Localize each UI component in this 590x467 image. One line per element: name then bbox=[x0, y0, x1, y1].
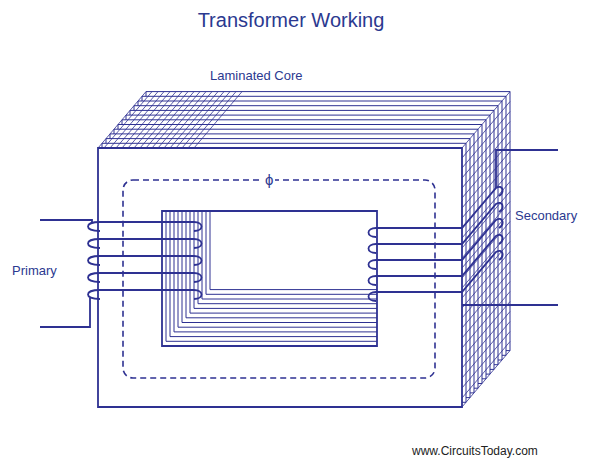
coil-turn bbox=[369, 203, 503, 253]
hatch-line bbox=[122, 92, 170, 148]
coil-turn bbox=[88, 290, 202, 299]
coil-turn bbox=[88, 256, 202, 265]
secondary-lead bbox=[496, 150, 558, 188]
hatch-line bbox=[152, 92, 200, 148]
secondary-lead bbox=[462, 304, 558, 306]
winding-label: Secondary bbox=[515, 208, 577, 224]
coil-turn bbox=[369, 219, 503, 269]
secondary-winding bbox=[369, 150, 559, 305]
hatch-line bbox=[170, 92, 218, 148]
hatch-line bbox=[158, 92, 206, 148]
core-lamination bbox=[98, 148, 462, 407]
hatch-line bbox=[176, 92, 224, 148]
flux-path bbox=[123, 180, 435, 378]
primary-lead bbox=[40, 220, 92, 222]
hatch-line bbox=[140, 92, 188, 148]
hatch-line bbox=[98, 92, 146, 148]
hatch-line bbox=[116, 92, 164, 148]
core-hatching bbox=[98, 92, 510, 407]
hatch-line bbox=[462, 342, 510, 398]
coil-turn bbox=[369, 187, 503, 237]
hatch-line bbox=[128, 92, 176, 148]
hatch-line bbox=[188, 92, 236, 148]
coil-turn bbox=[88, 239, 202, 248]
coil-turn bbox=[369, 235, 503, 285]
coil-turn bbox=[88, 222, 202, 231]
primary-winding bbox=[40, 220, 202, 327]
primary-lead bbox=[40, 298, 90, 327]
hatch-line bbox=[110, 92, 158, 148]
title: Transformer Working bbox=[0, 8, 586, 32]
coil-turn bbox=[88, 273, 202, 282]
watermark: www.CircuitsToday.com bbox=[412, 444, 538, 458]
hatch-line bbox=[462, 351, 510, 407]
laminated-core bbox=[98, 92, 510, 407]
flux-symbol: ϕ bbox=[263, 171, 275, 189]
hatch-line bbox=[134, 92, 182, 148]
hatch-line bbox=[182, 92, 230, 148]
hatch-line bbox=[104, 92, 152, 148]
hatch-line bbox=[146, 92, 194, 148]
winding-label: Primary bbox=[12, 263, 57, 279]
hatch-line bbox=[194, 92, 242, 148]
hatch-line bbox=[462, 332, 510, 388]
hatch-line bbox=[164, 92, 212, 148]
coil-turn bbox=[369, 251, 503, 301]
core-label: Laminated Core bbox=[210, 68, 303, 84]
